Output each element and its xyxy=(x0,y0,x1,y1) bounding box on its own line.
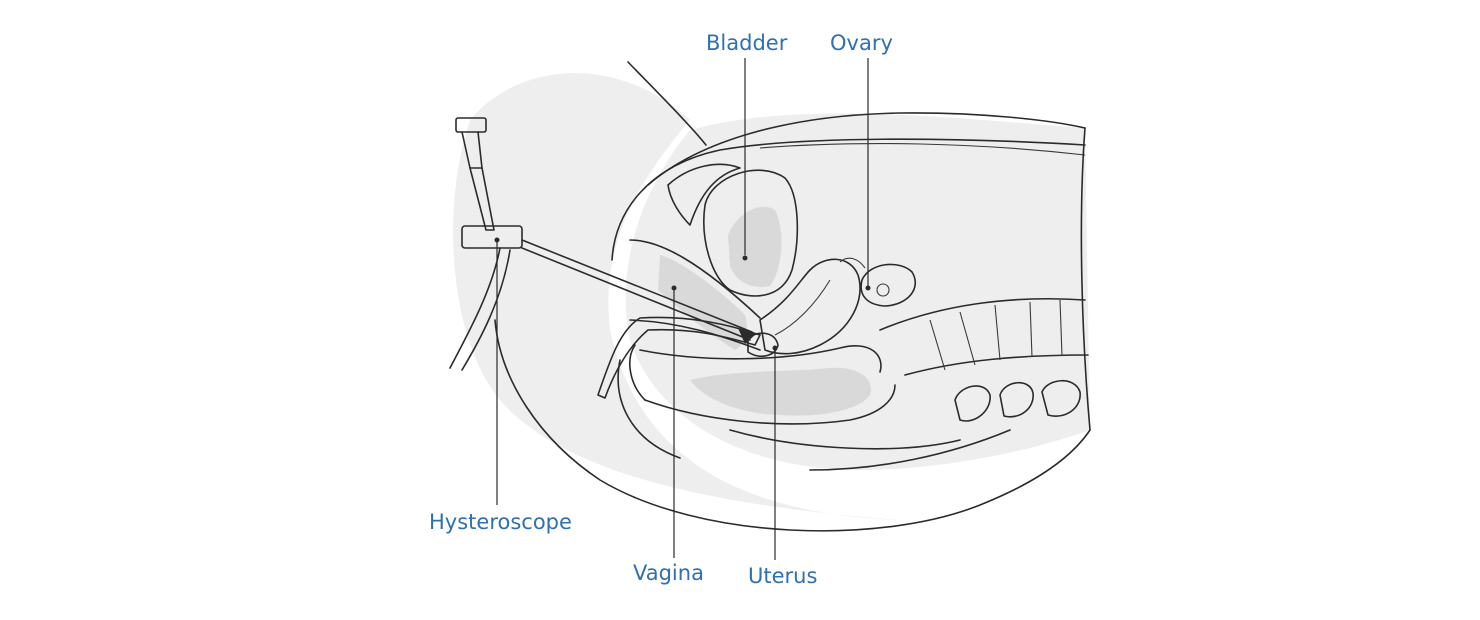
thigh-background-region xyxy=(453,73,900,520)
back-outline xyxy=(647,112,1086,186)
anal-canal xyxy=(629,344,646,401)
sacrum-upper-edge xyxy=(879,297,1086,331)
sacrum-lower-edge xyxy=(904,354,1089,376)
uterus-leader-dot xyxy=(772,345,778,351)
rectum-shaded xyxy=(690,367,871,416)
coccyx-segments xyxy=(954,379,1081,422)
vertebrae xyxy=(929,299,1063,371)
speculum-blade xyxy=(597,316,761,399)
vaginal-wall-lower xyxy=(629,319,761,351)
ovary-leader-dot xyxy=(865,285,871,291)
bladder-wall xyxy=(703,169,799,297)
hysteroscope-leader-dot xyxy=(494,237,500,243)
body-outline xyxy=(627,61,707,146)
ovary-label: Ovary xyxy=(830,31,893,55)
vagina-leader-dot xyxy=(671,285,677,291)
ovary-follicle xyxy=(876,283,890,297)
hysteroscope-label: Hysteroscope xyxy=(429,510,572,534)
bladder-leader-dot xyxy=(742,255,748,261)
rectum-wall-lower xyxy=(644,384,896,425)
gluteal-fold xyxy=(809,429,1011,471)
perineum-line xyxy=(617,359,681,459)
pubic-bone xyxy=(667,163,741,226)
bladder-label: Bladder xyxy=(706,31,788,55)
vaginal-canal-shaded xyxy=(658,255,747,350)
uterus-label: Uterus xyxy=(748,564,818,588)
body-right-edge xyxy=(1080,127,1091,431)
cervix xyxy=(747,332,779,357)
ovary-shape xyxy=(860,263,917,307)
uterus-body xyxy=(759,258,861,355)
bladder-inner xyxy=(728,206,782,288)
fallopian-tube xyxy=(839,257,866,269)
rectum-wall-upper xyxy=(639,345,882,373)
gluteal-line xyxy=(729,429,961,450)
vagina-label: Vagina xyxy=(633,561,704,585)
abdominal-wall-inner xyxy=(611,138,1086,261)
vaginal-wall-upper xyxy=(629,239,761,319)
uterus-cavity xyxy=(774,279,831,336)
abdominal-wall-line2 xyxy=(759,142,1086,156)
body-outline-lower xyxy=(494,319,1091,532)
